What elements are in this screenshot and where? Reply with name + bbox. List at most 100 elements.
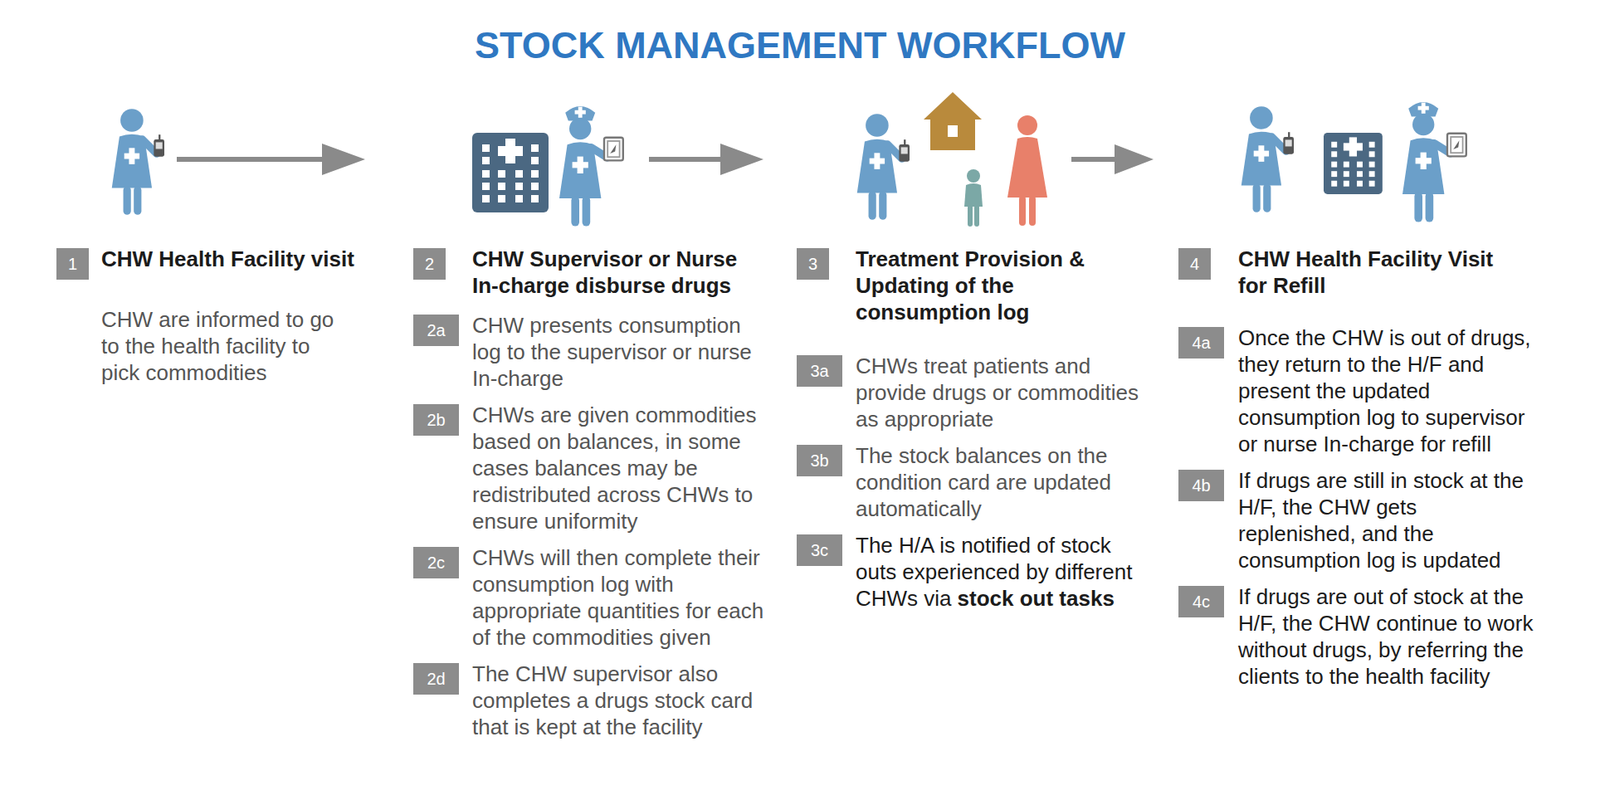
step-column: 3 Treatment Provision & Updating of the c… <box>796 245 1151 612</box>
badge-slot: 4 <box>1178 245 1239 280</box>
step-number-badge: 2 <box>413 248 446 280</box>
flow-arrow <box>1071 144 1154 175</box>
text-cell: CHW Supervisor or Nurse In-charge disbur… <box>472 245 765 299</box>
illustration-part <box>176 156 324 162</box>
step-number: 2b <box>426 410 445 430</box>
step-column: 1 CHW Health Facility visitCHW are inform… <box>56 245 384 386</box>
diagram-title: STOCK MANAGEMENT WORKFLOW <box>0 23 1600 69</box>
step-text: If drugs are still in stock at the H/F, … <box>1238 467 1537 574</box>
step-number-badge: 3 <box>796 248 830 280</box>
text-cell: CHW Health Facility Visit for Refill <box>1238 245 1513 299</box>
step-number: 4 <box>1190 254 1200 274</box>
text-cell: If drugs are still in stock at the H/F, … <box>1238 467 1537 574</box>
chw-figure <box>1241 106 1294 213</box>
illustration-part <box>1114 144 1154 175</box>
step-text: If drugs are out of stock at the H/F, th… <box>1238 583 1537 690</box>
flow-arrow <box>648 143 764 176</box>
step-item-row: CHW are informed to go to the health fac… <box>56 306 384 386</box>
step-number: 2 <box>424 254 435 274</box>
woman-figure <box>1007 115 1048 226</box>
step-heading-row: 3 Treatment Provision & Updating of the c… <box>796 245 1151 326</box>
badge-slot: 2b <box>413 401 473 436</box>
step-heading: CHW Health Facility Visit for Refill <box>1238 245 1513 299</box>
step-number: 3a <box>809 361 829 381</box>
nurse-icon <box>559 106 624 227</box>
badge-slot: 4c <box>1178 583 1239 618</box>
step-number: 3 <box>808 254 818 274</box>
step-heading-row: 4 CHW Health Facility Visit for Refill <box>1178 245 1537 299</box>
step-number: 4b <box>1191 476 1210 495</box>
step-number-badge: 3c <box>796 534 843 566</box>
step-column: 2 CHW Supervisor or Nurse In-charge disbu… <box>413 245 765 741</box>
step-column: 4 CHW Health Facility Visit for Refill 4aO… <box>1178 245 1537 690</box>
step-text: The stock balances on the condition card… <box>855 442 1151 522</box>
badge-slot: 3b <box>796 442 856 477</box>
step-item-row: 4b If drugs are still in stock at the H/F… <box>1178 467 1537 574</box>
step-number: 2d <box>426 669 445 688</box>
step-heading: Treatment Provision & Updating of the co… <box>855 245 1148 326</box>
illustration-part <box>1071 156 1117 162</box>
text-cell: The H/A is notified of stock outs experi… <box>855 531 1151 612</box>
badge-slot: 3 <box>796 245 856 280</box>
step-text: stock out tasks <box>957 585 1115 611</box>
text-cell: The stock balances on the condition card… <box>855 442 1151 522</box>
step-item-row: 3b The stock balances on the condition ca… <box>796 442 1151 522</box>
step-item-row: 2b CHWs are given commodities based on ba… <box>413 401 765 535</box>
step-text: CHW are informed to go to the health fac… <box>101 306 351 386</box>
illustration-part <box>1019 195 1026 226</box>
step-number-badge: 3a <box>796 355 843 387</box>
illustration-part <box>964 183 983 207</box>
step-item-row: 2d The CHW supervisor also completes a dr… <box>413 660 765 741</box>
step-number-badge: 2a <box>413 314 459 347</box>
illustration-part <box>966 169 981 183</box>
step-number: 3b <box>809 451 829 470</box>
text-cell: CHW presents consumption log to the supe… <box>472 312 765 392</box>
text-cell: CHW Health Facility visit <box>101 245 384 273</box>
badge-slot: 4a <box>1178 324 1239 359</box>
step-text: CHWs will then complete their consumptio… <box>472 544 765 651</box>
step-item-row: 4aOnce the CHW is out of drugs, they ret… <box>1178 324 1537 458</box>
text-cell: The CHW supervisor also completes a drug… <box>472 660 765 741</box>
text-cell: Treatment Provision & Updating of the co… <box>855 245 1148 326</box>
step-item-row: 2a CHW presents consumption log to the su… <box>413 312 765 392</box>
step-number-badge: 4a <box>1178 326 1225 359</box>
illustration-part <box>1029 195 1036 226</box>
badge-slot: 2d <box>413 660 473 695</box>
step-number: 4c <box>1192 592 1210 611</box>
badge-slot: 2c <box>413 544 473 579</box>
badge-slot: 2 <box>413 245 473 280</box>
badge-slot: 4b <box>1178 467 1239 502</box>
step-number: 1 <box>68 254 78 274</box>
step-item-row: 3a CHWs treat patients and provide drugs … <box>796 352 1151 433</box>
child-figure <box>964 169 983 227</box>
text-cell: CHWs treat patients and provide drugs or… <box>855 352 1151 433</box>
facility-icon <box>472 132 549 213</box>
badge-slot: 3a <box>796 352 856 387</box>
step-text: CHWs treat patients and provide drugs or… <box>855 352 1151 433</box>
nurse-icon <box>1402 102 1467 223</box>
badge-slot: 1 <box>56 245 102 280</box>
step-number-badge: 4b <box>1178 469 1225 502</box>
step-text: CHWs are given commodities based on bala… <box>472 401 765 535</box>
step-number-badge: 4c <box>1178 585 1225 618</box>
step-text: CHW presents consumption log to the supe… <box>472 312 765 392</box>
step-item-row: 3c The H/A is notified of stock outs expe… <box>796 531 1151 612</box>
text-cell: CHWs are given commodities based on bala… <box>472 401 765 535</box>
illustration-part <box>321 143 366 176</box>
step-number-badge: 4 <box>1178 248 1211 280</box>
step-number-badge: 2d <box>413 663 459 695</box>
illustration-part <box>648 156 722 162</box>
step-item-row: 4c If drugs are out of stock at the H/F, … <box>1178 583 1537 690</box>
step-heading: CHW Supervisor or Nurse In-charge disbur… <box>472 245 765 299</box>
step-heading: CHW Health Facility visit <box>101 245 384 273</box>
step-number-badge: 2c <box>413 546 459 579</box>
illustration-part <box>1017 115 1038 136</box>
illustration-part <box>974 204 980 227</box>
step-number: 2c <box>427 553 445 572</box>
step-item-row: 2c CHWs will then complete their consumpt… <box>413 544 765 651</box>
text-cell: CHWs will then complete their consumptio… <box>472 544 765 651</box>
text-cell: CHW are informed to go to the health fac… <box>101 306 351 386</box>
badge-slot: 2a <box>413 312 473 347</box>
step-number-badge: 2b <box>413 404 459 436</box>
